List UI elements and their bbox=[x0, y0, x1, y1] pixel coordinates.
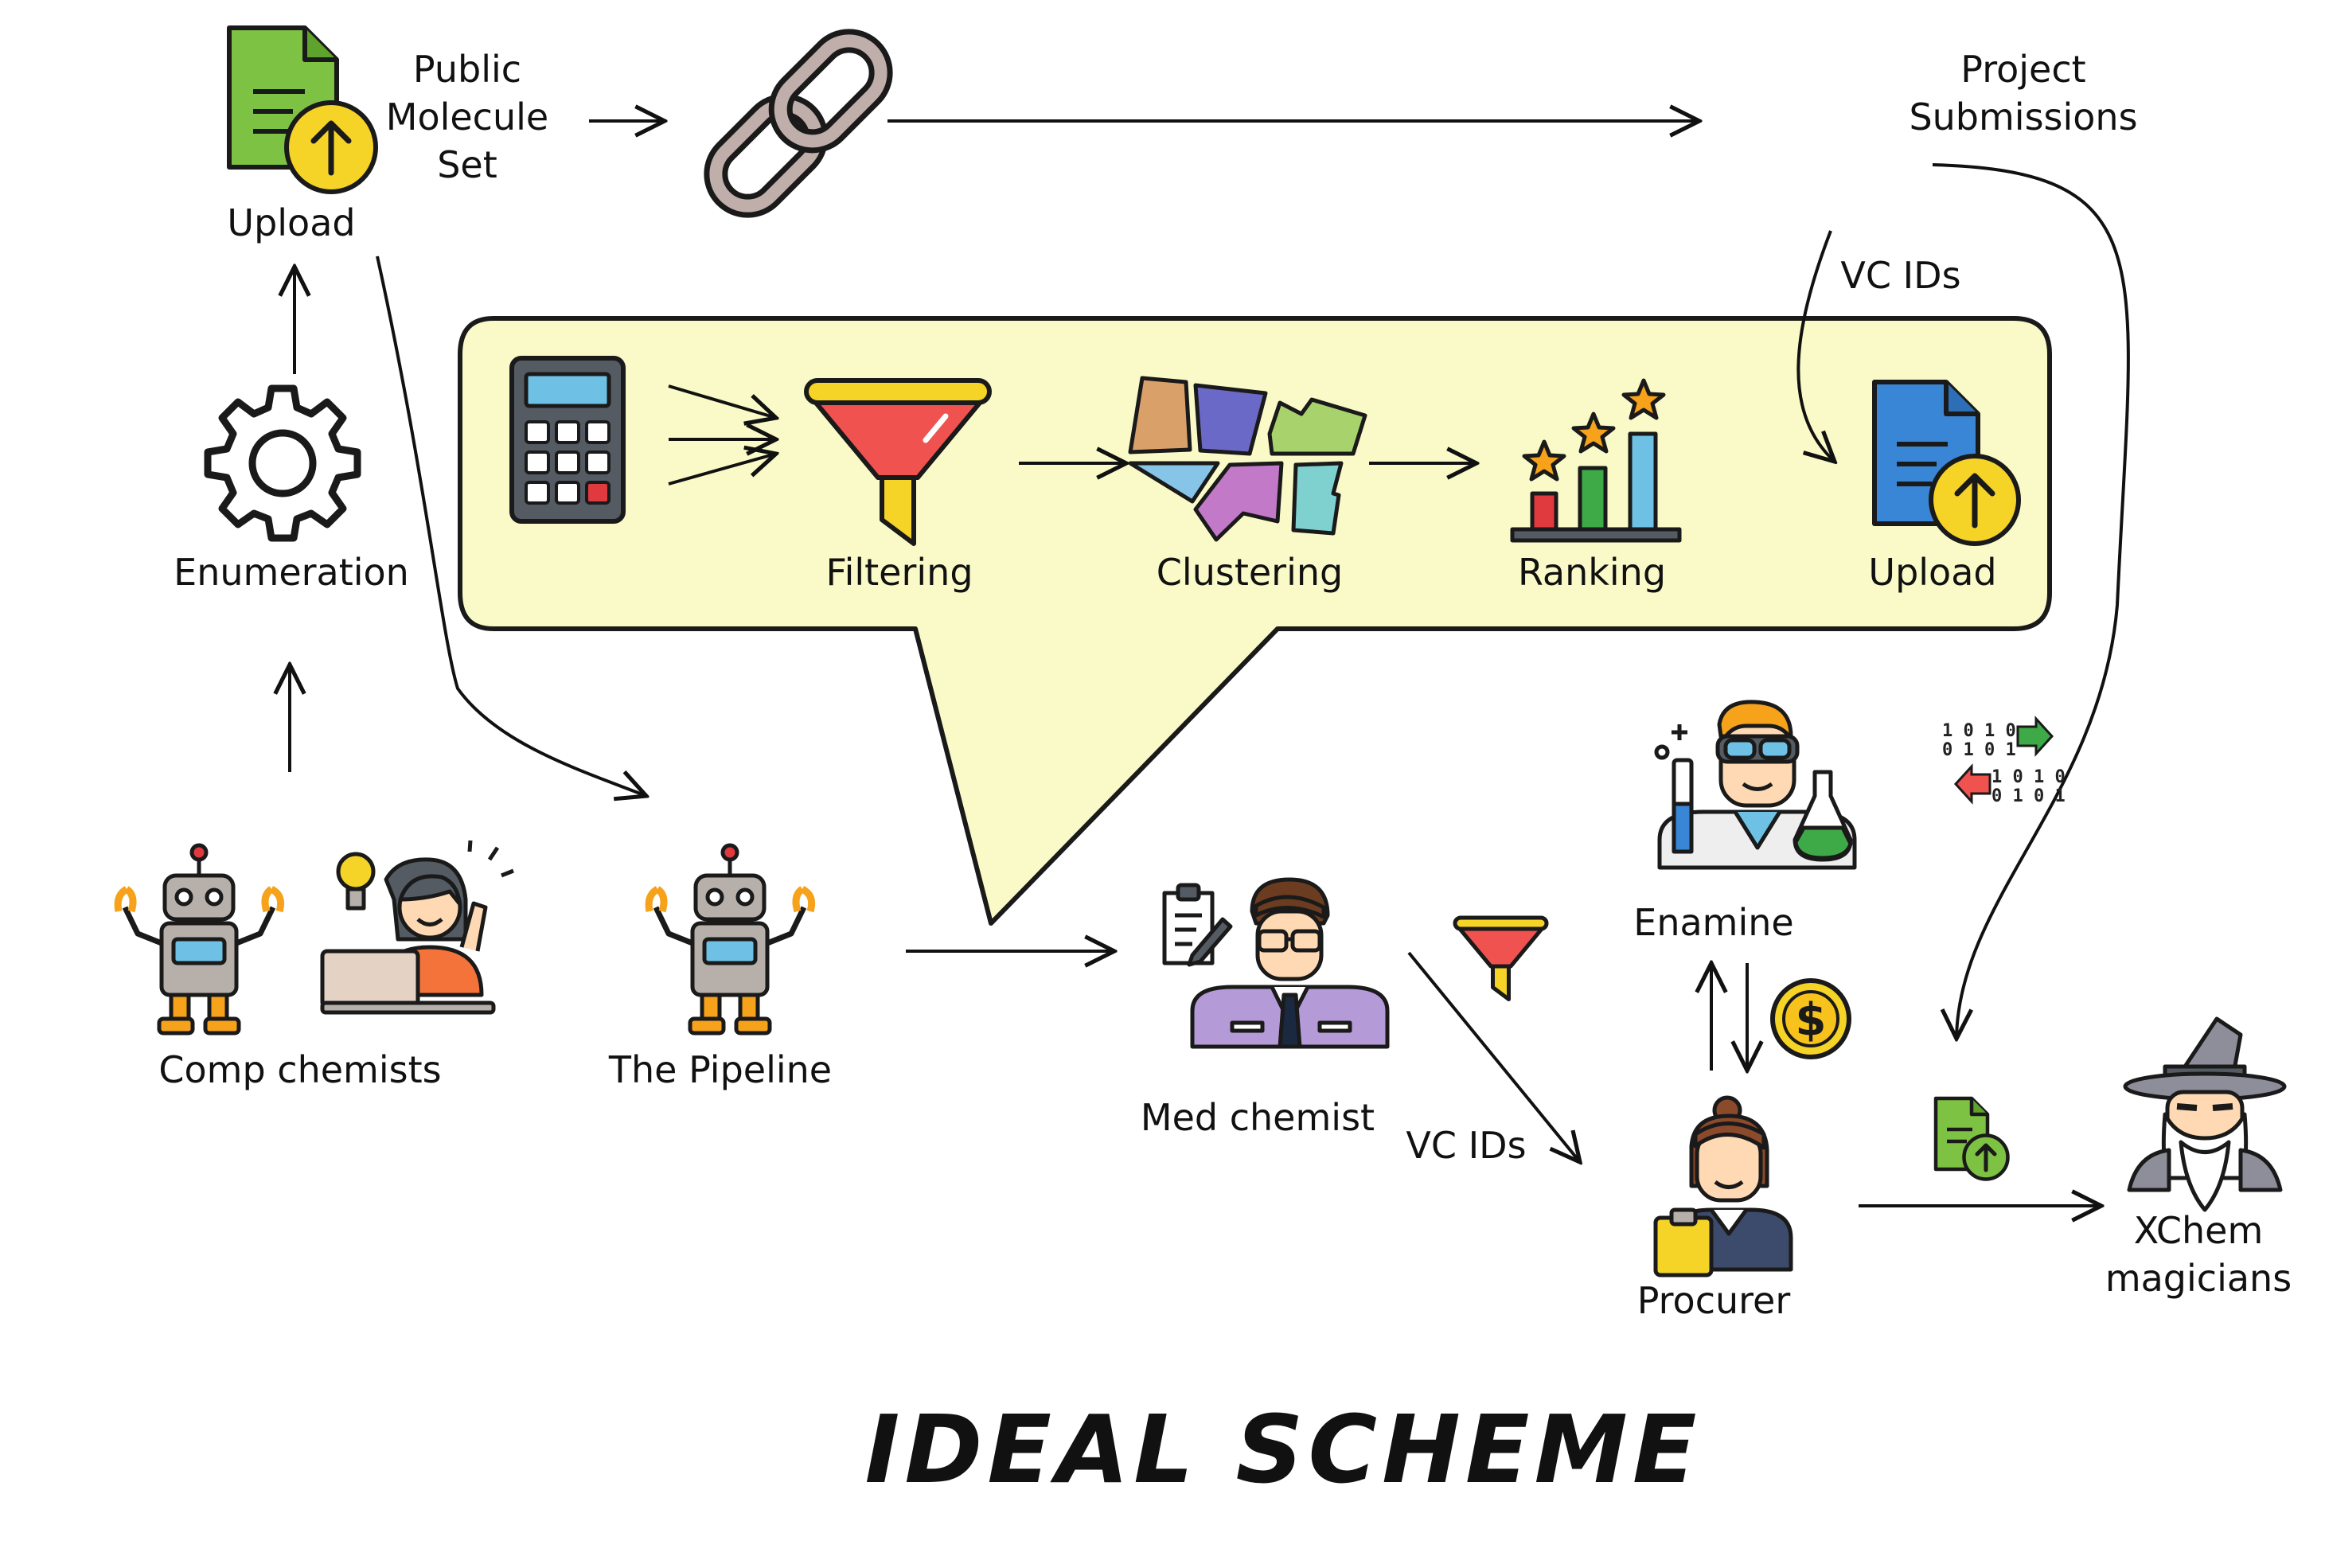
enamine-label: Enamine bbox=[1633, 901, 1793, 944]
arrow-upload-to-pipeline bbox=[376, 255, 646, 796]
arrow-calc-3 bbox=[668, 454, 776, 486]
comp-chemists-label: Comp chemists bbox=[158, 1048, 441, 1091]
ranking-label: Ranking bbox=[1518, 551, 1666, 594]
bits-4: 0 1 0 1 bbox=[1991, 786, 2066, 806]
arrow-med-to-procurer bbox=[1407, 951, 1580, 1162]
xchem-line-1: XChem bbox=[2134, 1209, 2264, 1252]
bits-3: 1 0 1 0 bbox=[1991, 767, 2066, 787]
robot-icon bbox=[114, 843, 285, 1036]
chain-link-icon bbox=[704, 29, 893, 218]
dollar-coin-icon: $ bbox=[1770, 978, 1851, 1059]
chemist-laptop-icon bbox=[320, 840, 514, 1015]
file-upload-icon bbox=[1872, 380, 2021, 546]
gear-icon bbox=[204, 384, 361, 542]
arrow-calc-1 bbox=[668, 384, 776, 418]
cluster-pieces-icon bbox=[1128, 376, 1367, 542]
file-upload-icon bbox=[1933, 1096, 2010, 1181]
public-set-line-3: Set bbox=[437, 143, 497, 186]
med-chemist-label: Med chemist bbox=[1141, 1096, 1375, 1139]
submissions-line-2: Submissions bbox=[1909, 96, 2137, 138]
procurer-icon bbox=[1653, 1095, 1793, 1277]
enumeration-label: Enumeration bbox=[174, 551, 409, 594]
arrow-vcids-to-upload bbox=[1796, 230, 1835, 462]
page-title: IDEAL SCHEME bbox=[864, 1394, 1701, 1504]
robot-icon bbox=[649, 845, 812, 1033]
file-upload-icon bbox=[227, 25, 378, 194]
submissions-line-1: Project bbox=[1960, 48, 2085, 91]
med-chemist-icon bbox=[1162, 877, 1390, 1049]
data-exchange-icon: 1 0 1 0 0 1 0 1 1 0 1 0 0 1 0 1 bbox=[1942, 716, 2066, 806]
svg-text:$: $ bbox=[1796, 994, 1827, 1046]
upload-top-label: Upload bbox=[227, 201, 355, 244]
vc-ids-top-label: VC IDs bbox=[1840, 254, 1960, 297]
arrow-submissions-to-xchem bbox=[1932, 163, 2130, 1039]
filtering-label: Filtering bbox=[825, 551, 973, 594]
public-set-line-1: Public bbox=[413, 48, 521, 91]
scientist-icon bbox=[1654, 700, 1857, 870]
upload-callout-label: Upload bbox=[1868, 551, 1996, 594]
vc-ids-bottom-label: VC IDs bbox=[1406, 1124, 1526, 1167]
bits-1: 1 0 1 0 bbox=[1942, 721, 2016, 741]
ranking-bars-icon bbox=[1510, 378, 1682, 543]
pipeline-label: The Pipeline bbox=[608, 1048, 832, 1091]
calculator-icon bbox=[509, 356, 626, 524]
funnel-icon bbox=[1453, 915, 1549, 1001]
procurer-label: Procurer bbox=[1637, 1279, 1791, 1322]
public-set-line-2: Molecule bbox=[386, 96, 548, 138]
xchem-line-2: magicians bbox=[2105, 1257, 2292, 1300]
bits-2: 0 1 0 1 bbox=[1942, 740, 2016, 760]
funnel-icon bbox=[804, 378, 992, 546]
connectors bbox=[290, 121, 2130, 1206]
wizard-icon bbox=[2123, 1016, 2287, 1212]
clustering-label: Clustering bbox=[1157, 551, 1343, 594]
